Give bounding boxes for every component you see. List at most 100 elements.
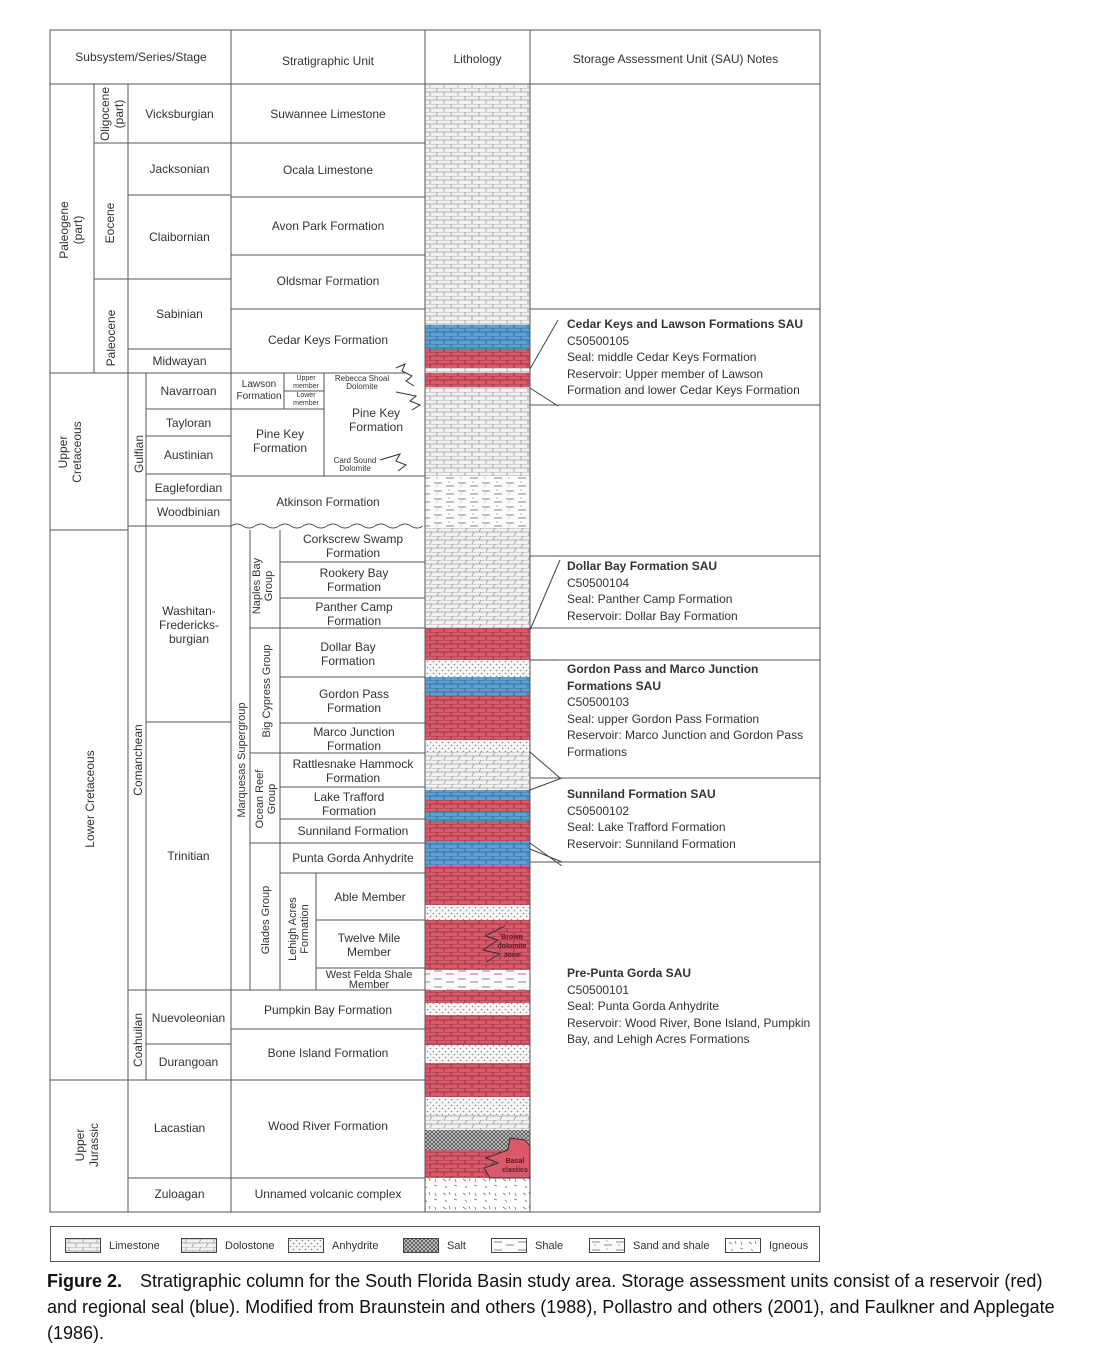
- leader-cedar-keys-bottom: [529, 387, 559, 407]
- lithology-band-res: [425, 349, 530, 368]
- lithology-band-lime: [425, 368, 530, 373]
- unit-gordon-pass: Gordon Pass Formation: [318, 687, 390, 715]
- unit-big-cypress: Big Cypress Group: [261, 644, 273, 738]
- unit-punta-gorda: Punta Gorda Anhydrite: [292, 851, 414, 865]
- igneous-swatch-icon: [725, 1238, 761, 1253]
- series-gulfian: Gulfian: [132, 434, 146, 474]
- interfinger-rebecca: [395, 363, 415, 387]
- lithology-band-lime: [425, 387, 530, 476]
- unit-card-sound: Card Sound Dolomite: [333, 456, 377, 473]
- interfinger-card-sound: [379, 453, 408, 472]
- leader-gordon-pass-bottom: [529, 751, 561, 779]
- lithology-band-seal: [425, 790, 530, 800]
- unconformity-line: [230, 523, 424, 529]
- anhydrite-swatch-icon: [288, 1238, 324, 1253]
- sau-seal: Seal: middle Cedar Keys Formation: [567, 350, 757, 364]
- figure-caption: Figure 2.Stratigraphic column for the So…: [47, 1268, 1057, 1346]
- legend-label: Sand and shale: [633, 1239, 710, 1252]
- unit-sunniland: Sunniland Formation: [297, 824, 409, 838]
- legend-sand-shale: Sand and shale: [589, 1238, 709, 1253]
- lithology-band-seal: [425, 812, 530, 821]
- stage-midwayan: Midwayan: [152, 354, 207, 368]
- stage-woodbinian: Woodbinian: [156, 505, 221, 519]
- sau-note-cedar-keys: Cedar Keys and Lawson Formations SAU C50…: [567, 316, 817, 399]
- sau-code: C50500105: [567, 333, 630, 348]
- lithology-band-shale: [425, 970, 530, 990]
- unit-cedar-keys: Cedar Keys Formation: [267, 333, 389, 347]
- dolostone-swatch-icon: [181, 1238, 217, 1253]
- sau-note-gordon-pass: Gordon Pass and Marco Junction Formation…: [567, 661, 817, 760]
- unit-avon-park: Avon Park Formation: [271, 219, 385, 233]
- sau-seal: Seal: upper Gordon Pass Formation: [567, 711, 760, 726]
- legend-label: Anhydrite: [332, 1239, 379, 1252]
- sau-seal: Seal: Punta Gorda Anhydrite: [567, 999, 720, 1013]
- stage-washitan: Washitan-Fredericks-burgian: [159, 604, 220, 646]
- lithology-band-salt: [425, 1130, 530, 1150]
- lithology-band-seal: [425, 677, 530, 695]
- sau-reservoir: Reservoir: Wood River, Bone Island, Pump…: [567, 1015, 811, 1047]
- stage-eaglefordian: Eaglefordian: [154, 481, 223, 495]
- interfinger-rebecca-lower: [395, 391, 422, 411]
- unit-naples-bay: Naples Bay Group: [251, 557, 275, 615]
- limestone-swatch-icon: [65, 1238, 101, 1253]
- unit-wood-river: Wood River Formation: [268, 1119, 388, 1133]
- lithology-band-res: [425, 866, 530, 905]
- lithology-legend: Limestone Dolostone Anhydrite Salt Shale…: [50, 1226, 820, 1262]
- sau-reservoir: Reservoir: Marco Junction and Gordon Pas…: [567, 728, 804, 759]
- legend-igneous: Igneous: [725, 1238, 808, 1253]
- lithology-band-res: [425, 920, 530, 970]
- sau-title: Pre-Punta Gorda SAU: [567, 966, 692, 980]
- legend-label: Igneous: [769, 1239, 809, 1252]
- leader-cedar-keys-top: [529, 319, 559, 370]
- unit-lake-trafford: Lake Trafford Formation: [313, 790, 385, 818]
- legend-limestone: Limestone: [65, 1238, 160, 1253]
- lithology-band-dolo: [425, 1115, 530, 1130]
- lithology-band-lime: [425, 85, 530, 325]
- sau-code: C50500104: [567, 575, 630, 590]
- sau-seal: Seal: Lake Trafford Formation: [567, 820, 726, 834]
- unit-pine-key-left: Pine Key Formation: [252, 427, 308, 455]
- unit-ocala: Ocala Limestone: [282, 163, 374, 177]
- lithology-band-seal: [425, 841, 530, 866]
- lithology-band-anhy: [425, 740, 530, 752]
- lithology-band-dolo: [425, 528, 530, 628]
- stage-durangoan: Durangoan: [158, 1055, 219, 1069]
- lithology-band-igne: [425, 1178, 530, 1212]
- stage-navarroan: Navarroan: [160, 384, 217, 398]
- sau-reservoir: Reservoir: Dollar Bay Formation: [567, 608, 738, 623]
- lithology-band-res: [425, 990, 530, 1003]
- unit-twelve-mile: Twelve Mile Member: [337, 931, 401, 959]
- legend-label: Limestone: [109, 1239, 160, 1252]
- leader-sunniland-top: [529, 777, 563, 791]
- series-coahuilan: Coahuilan: [131, 1012, 145, 1068]
- unit-marquesas: Marquesas Supergroup: [236, 702, 248, 818]
- unit-west-felda: West Felda Shale Member: [325, 969, 413, 991]
- unit-rebecca-shoal: Rebecca Shoal Dolomite: [334, 374, 390, 391]
- leader-sunniland-bottom: [529, 842, 563, 867]
- system-upper-cretaceous: Upper Cretaceous: [56, 421, 84, 483]
- sau-code: C50500102: [567, 803, 630, 818]
- lithology-band-res: [425, 821, 530, 841]
- lithology-band-anhy: [425, 1097, 530, 1115]
- unit-marco-junction: Marco Junction Formation: [313, 725, 395, 753]
- legend-anhydrite: Anhydrite: [288, 1238, 378, 1253]
- stage-tayloran: Tayloran: [165, 415, 212, 430]
- unit-panther-camp: Panther Camp Formation: [315, 600, 393, 628]
- interfinger-brown-dolomite: [481, 925, 506, 963]
- unit-upper-member: Upper member: [293, 375, 319, 390]
- unit-glades: Glades Group: [260, 885, 272, 955]
- unit-dollar-bay: Dollar Bay Formation: [320, 640, 376, 668]
- lithology-band-anhy: [425, 1045, 530, 1063]
- lithology-band-dolo: [425, 752, 530, 790]
- sau-title: Sunniland Formation SAU: [567, 787, 716, 801]
- label-brown-dolomite: Brown dolomite zone: [497, 933, 527, 959]
- leader-sunniland-bottom2: [529, 848, 563, 863]
- unit-suwannee: Suwannee Limestone: [270, 107, 386, 121]
- unit-corkscrew: Corkscrew Swamp Formation: [302, 532, 404, 560]
- series-eocene: Eocene: [103, 202, 117, 244]
- sau-code: C50500103: [567, 695, 630, 709]
- lithology-band-anhy: [425, 660, 530, 677]
- figure-caption-text: Stratigraphic column for the South Flori…: [47, 1271, 1055, 1343]
- legend-shale: Shale: [491, 1238, 563, 1253]
- sau-code: C50500101: [567, 982, 630, 997]
